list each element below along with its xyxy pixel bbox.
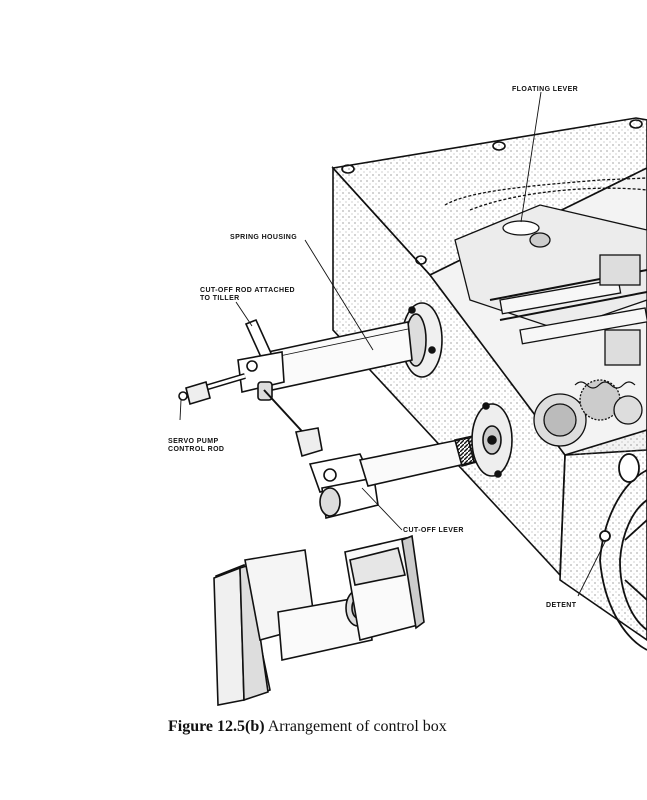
leader-floating-lever: [520, 91, 542, 223]
label-cutoff-rod-line1: CUT-OFF ROD ATTACHED: [200, 287, 295, 294]
servo-pump-control-rod: [178, 373, 323, 458]
figure-caption: Figure 12.5(b) Arrangement of control bo…: [168, 718, 447, 736]
figure-caption-text: Arrangement of control box: [267, 718, 447, 735]
cutoff-lever: [308, 402, 513, 519]
internal-mechanism: [444, 177, 647, 447]
label-cutoff-rod-line2: TO TILLER: [200, 295, 240, 302]
leader-lines: [179, 91, 607, 597]
leader-cutoff-lever: [361, 487, 403, 531]
figure-number: Figure 12.5(b): [168, 718, 265, 735]
cutoff-rod: [237, 318, 285, 401]
label-cutoff-lever: CUT-OFF LEVER: [403, 527, 464, 534]
spring-housing: [267, 302, 443, 391]
leader-cutoff-rod: [235, 301, 253, 327]
label-servo-line1: SERVO PUMP: [168, 438, 219, 445]
leader-spring-housing: [304, 239, 374, 351]
label-servo-line2: CONTROL ROD: [168, 446, 225, 453]
label-detent: DETENT: [546, 602, 577, 609]
label-floating-lever: FLOATING LEVER: [512, 86, 579, 93]
actuator-unit: [213, 534, 425, 706]
label-spring-housing: SPRING HOUSING: [230, 234, 298, 241]
leader-servo-pump: [179, 399, 182, 421]
leader-detent: [577, 539, 607, 597]
label-cutoff-rod: CUT-OFF ROD ATTACHED TO TILLER: [200, 287, 295, 303]
label-servo-pump-control-rod: SERVO PUMP CONTROL ROD: [168, 438, 224, 454]
detent-handwheel: [599, 453, 647, 651]
